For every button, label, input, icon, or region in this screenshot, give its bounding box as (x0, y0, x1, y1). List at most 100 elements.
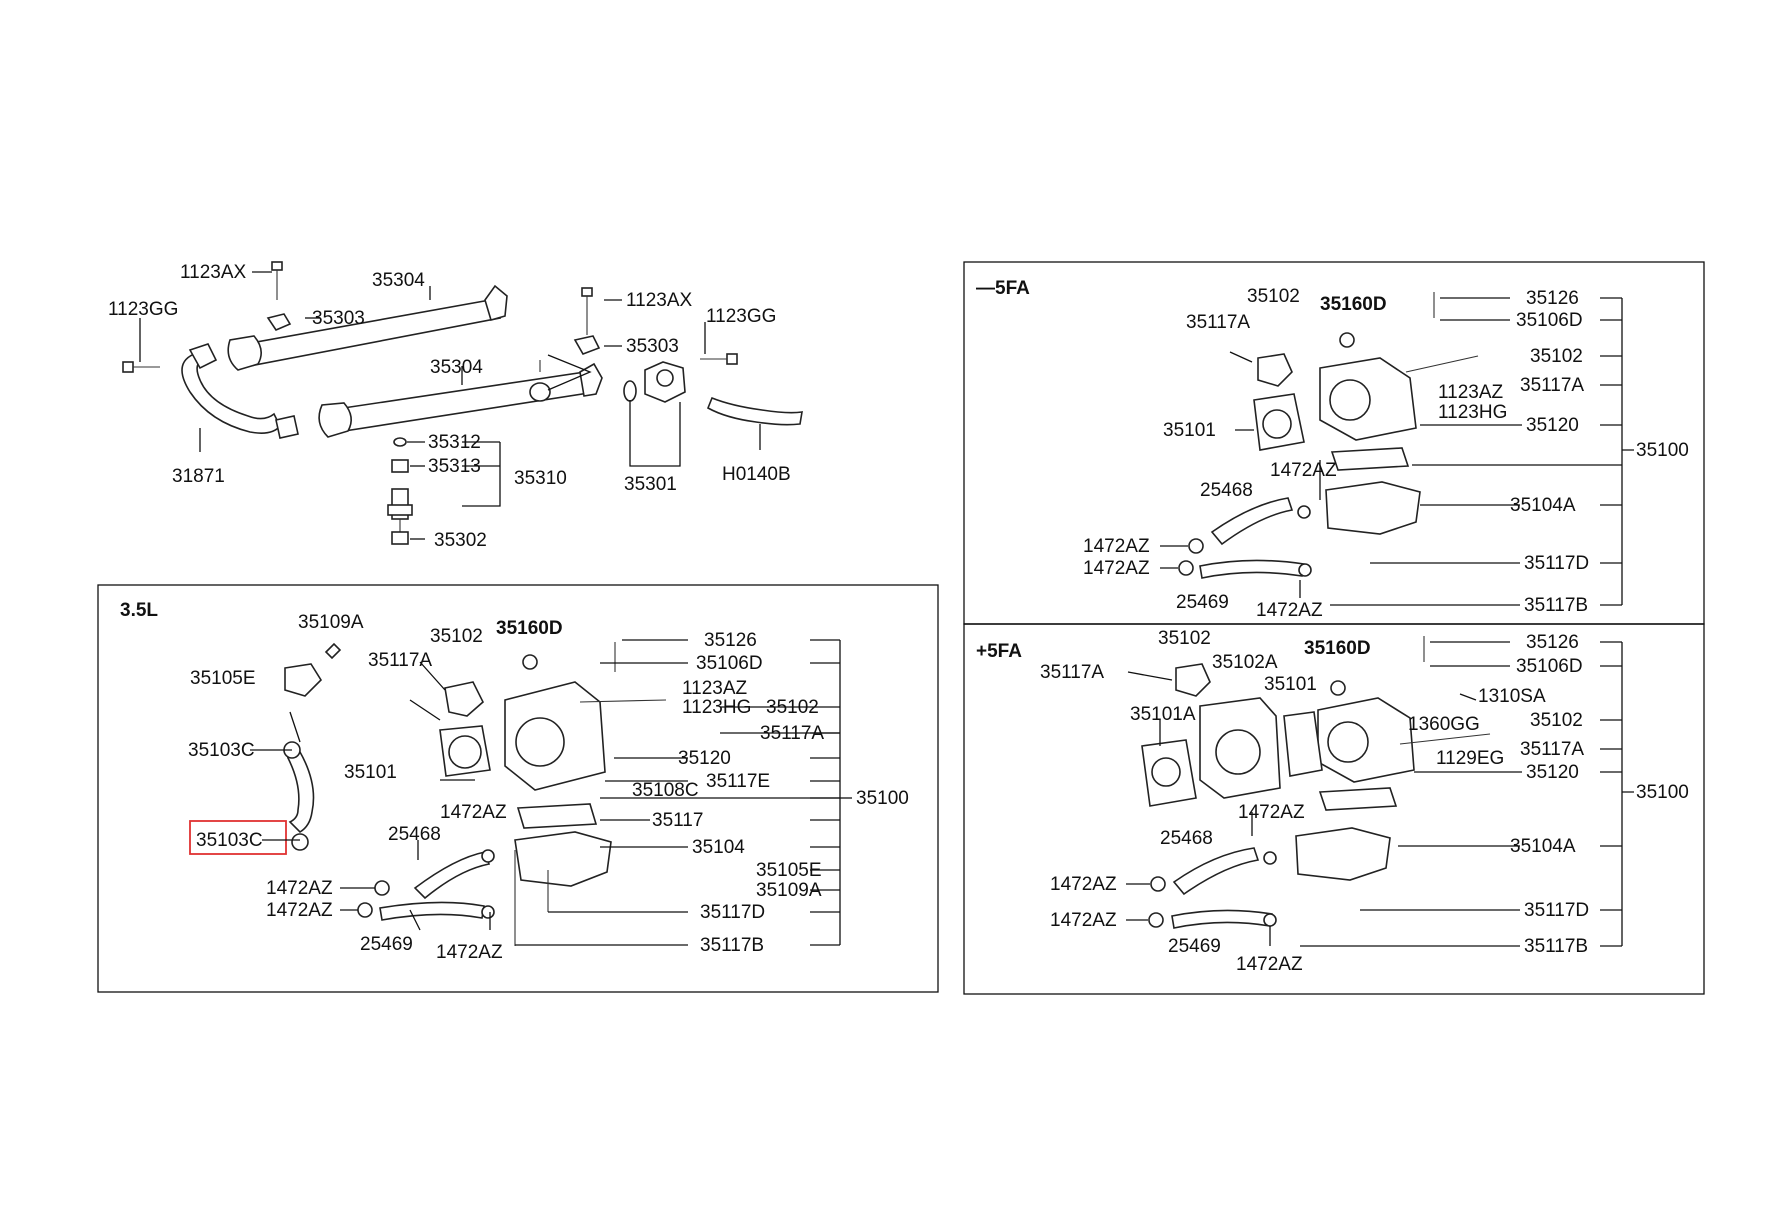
throttle-bore-5fa (1329, 379, 1371, 421)
label-plus-35102a: 35102A (1212, 652, 1278, 673)
hose-25469-plus[interactable] (1171, 909, 1273, 929)
label-1472az-d: 1472AZ (436, 942, 503, 963)
pipe-flange-left (188, 343, 218, 370)
label-plus-35117a: 35117A (1040, 662, 1104, 683)
tps-plus[interactable] (1175, 663, 1211, 697)
label-plus-35117d: 35117D (1524, 900, 1589, 921)
clamp-plus-4[interactable] (1263, 913, 1277, 927)
label-5fa-1472az-b: 1472AZ (1083, 536, 1150, 557)
cap[interactable] (391, 531, 409, 545)
clamp-plus-1[interactable] (1150, 876, 1166, 892)
label-1472az-c: 1472AZ (266, 900, 333, 921)
label-plus-35102-right: 35102 (1530, 710, 1583, 731)
rail-mount-left-upper (227, 335, 262, 371)
washer-35160d[interactable] (522, 654, 538, 670)
label-35160d: 35160D (496, 618, 563, 639)
label-35100: 35100 (856, 788, 909, 809)
adapter-bore (1215, 729, 1261, 775)
bolt-1123gg-left[interactable] (122, 361, 160, 373)
hose-25469-5fa[interactable] (1199, 559, 1305, 579)
spacer[interactable] (391, 459, 409, 473)
label-5fa-1123az: 1123AZ (1438, 382, 1504, 403)
pipe-flange-right (275, 415, 299, 439)
gasket-bore-5fa (1262, 409, 1292, 439)
bolt-1123gg-right[interactable] (700, 353, 738, 365)
o-ring[interactable] (393, 437, 407, 447)
label-h0140b: H0140B (722, 464, 791, 485)
label-plus-35104a: 35104A (1510, 836, 1576, 857)
washer-plus[interactable] (1330, 680, 1346, 696)
bracket-lower[interactable] (573, 335, 601, 355)
clamp-plus-2[interactable] (1148, 912, 1164, 928)
tps-5fa[interactable] (1257, 353, 1293, 387)
label-1123ax-left: 1123AX (180, 262, 247, 283)
label-35312: 35312 (428, 432, 481, 453)
hose-25469[interactable] (379, 901, 485, 921)
label-5fa-35126: 35126 (1526, 288, 1579, 309)
isc-valve-5fa[interactable] (1325, 481, 1421, 535)
fuel-pipe[interactable] (181, 351, 281, 434)
washer-5fa[interactable] (1339, 332, 1355, 348)
label-35304-lower: 35304 (430, 357, 483, 378)
label-1123gg-left: 1123GG (108, 299, 178, 320)
clamp-5fa-2[interactable] (1178, 560, 1194, 576)
isc-gasket-plus[interactable] (1318, 787, 1398, 811)
label-plus-35102: 35102 (1158, 628, 1211, 649)
gasket-35101-plus[interactable] (1283, 711, 1323, 777)
label-5fa-35117a: 35117A (1186, 312, 1250, 333)
hose-25468[interactable] (413, 851, 491, 900)
coolant-hose-3-5l[interactable] (286, 750, 315, 834)
label-35105e-right: 35105E (756, 860, 822, 881)
label-5fa-35106d: 35106D (1516, 310, 1583, 331)
label-5fa-35102: 35102 (1247, 286, 1300, 307)
label-5fa-35117a-right: 35117A (1520, 375, 1584, 396)
tps-sensor[interactable] (444, 681, 484, 717)
isc-valve-plus[interactable] (1295, 827, 1391, 881)
bolt-1123ax-right[interactable] (581, 287, 593, 335)
isc-gasket[interactable] (516, 803, 598, 829)
label-35303-upper: 35303 (312, 308, 365, 329)
label-35105e: 35105E (190, 668, 256, 689)
hose-25468-plus[interactable] (1172, 847, 1260, 896)
bolt-1123ax-left[interactable] (271, 261, 283, 300)
clamp-4[interactable] (481, 905, 495, 919)
panel-3-5l-title: 3.5L (120, 600, 158, 621)
clamp-3[interactable] (481, 849, 495, 863)
label-plus-1472az-d: 1472AZ (1236, 954, 1303, 975)
bracket-upper[interactable] (266, 313, 292, 331)
clamp-plus-3[interactable] (1263, 851, 1277, 865)
label-35103c-top: 35103C (188, 740, 255, 761)
coolant-housing[interactable] (284, 663, 323, 697)
clamp-5fa-1[interactable] (1188, 538, 1204, 554)
label-35310: 35310 (514, 468, 567, 489)
bolt-1123az[interactable] (579, 699, 667, 703)
hose-end-bottom (291, 833, 309, 851)
sensor-clip[interactable] (324, 642, 342, 660)
label-plus-1360gg: 1360GG (1408, 714, 1480, 735)
label-1123az: 1123AZ (682, 678, 748, 699)
label-35106d: 35106D (696, 653, 763, 674)
return-hose[interactable] (706, 396, 803, 426)
clamp-1[interactable] (374, 880, 390, 896)
label-35303-lower: 35303 (626, 336, 679, 357)
label-plus-35117a-right: 35117A (1520, 739, 1584, 760)
label-35120: 35120 (678, 748, 731, 769)
injector[interactable] (387, 488, 413, 535)
label-plus-35120: 35120 (1526, 762, 1579, 783)
label-1123gg-right: 1123GG (706, 306, 776, 327)
clamp-2[interactable] (357, 902, 373, 918)
hose-25468-5fa[interactable] (1210, 497, 1294, 546)
clamp-5fa-3[interactable] (1297, 505, 1311, 519)
pressure-regulator[interactable] (623, 361, 686, 403)
clamp-5fa-4[interactable] (1298, 563, 1312, 577)
bolt-1123az-5fa[interactable] (1405, 355, 1479, 373)
label-plus-35100: 35100 (1636, 782, 1689, 803)
highlight-35103c[interactable] (189, 820, 287, 855)
label-35109a: 35109A (298, 612, 364, 633)
isc-valve[interactable] (514, 831, 612, 887)
label-plus-35101: 35101 (1264, 674, 1317, 695)
label-plus-35117b: 35117B (1524, 936, 1588, 957)
isc-gasket-5fa[interactable] (1330, 447, 1410, 471)
bolt-1129eg-plus[interactable] (1399, 733, 1491, 745)
label-5fa-25469: 25469 (1176, 592, 1229, 613)
